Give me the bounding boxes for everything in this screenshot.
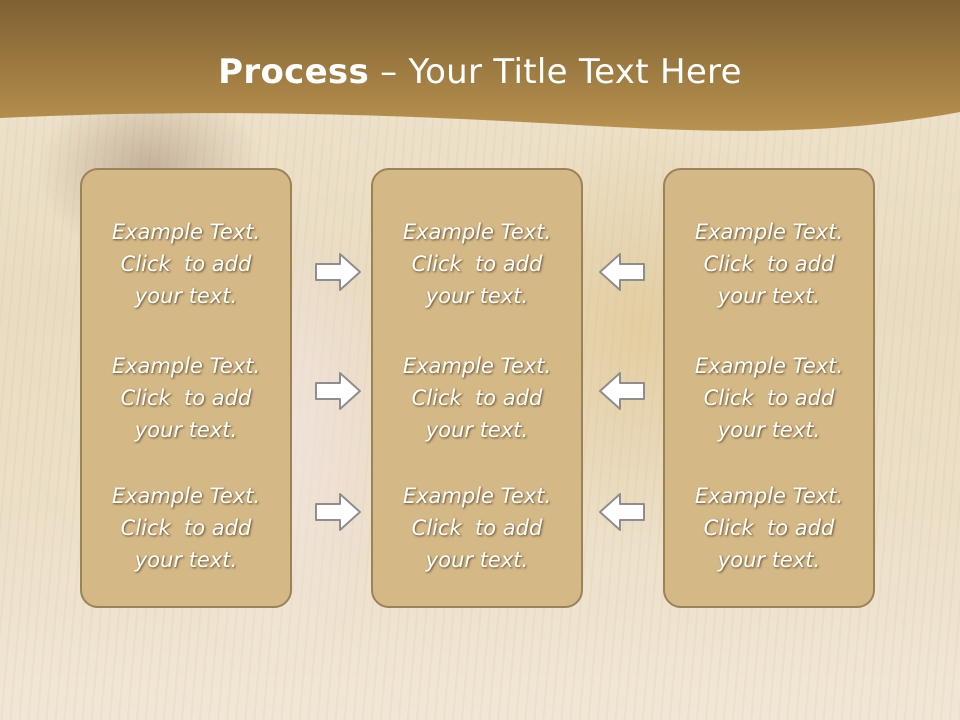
text-line: your text.	[134, 284, 238, 308]
header-band	[0, 0, 960, 131]
text-block[interactable]: Example Text. Click to add your text.	[373, 480, 581, 576]
left-panel[interactable]: Example Text. Click to add your text. Ex…	[80, 168, 292, 608]
text-line: your text.	[717, 548, 821, 572]
text-line: your text.	[425, 418, 529, 442]
text-line: your text.	[134, 418, 238, 442]
text-block[interactable]: Example Text. Click to add your text.	[82, 216, 290, 312]
text-block[interactable]: Example Text. Click to add your text.	[665, 216, 873, 312]
text-line: your text.	[717, 284, 821, 308]
text-line: Example Text.	[111, 484, 261, 508]
text-block[interactable]: Example Text. Click to add your text.	[373, 216, 581, 312]
text-line: Click to add	[703, 386, 835, 410]
text-line: Example Text.	[111, 220, 261, 244]
text-line: Click to add	[703, 516, 835, 540]
text-line: Example Text.	[402, 484, 552, 508]
text-line: Click to add	[411, 252, 543, 276]
slide-title[interactable]: Process – Your Title Text Here	[0, 52, 960, 92]
text-block[interactable]: Example Text. Click to add your text.	[665, 480, 873, 576]
arrow-left-icon	[599, 253, 645, 291]
text-block[interactable]: Example Text. Click to add your text.	[373, 350, 581, 446]
text-block[interactable]: Example Text. Click to add your text.	[665, 350, 873, 446]
right-panel[interactable]: Example Text. Click to add your text. Ex…	[663, 168, 875, 608]
text-line: Click to add	[120, 386, 252, 410]
text-line: Click to add	[411, 516, 543, 540]
text-line: Click to add	[120, 252, 252, 276]
text-line: Example Text.	[111, 354, 261, 378]
arrow-left-icon	[599, 372, 645, 410]
text-line: Example Text.	[402, 220, 552, 244]
arrow-left-icon	[599, 493, 645, 531]
arrow-right-icon	[315, 372, 361, 410]
title-bold: Process	[218, 52, 370, 92]
text-line: Click to add	[703, 252, 835, 276]
text-line: Example Text.	[402, 354, 552, 378]
text-line: your text.	[425, 548, 529, 572]
text-line: Click to add	[411, 386, 543, 410]
title-rest: – Your Title Text Here	[369, 52, 742, 92]
text-line: Example Text.	[694, 220, 844, 244]
center-panel[interactable]: Example Text. Click to add your text. Ex…	[371, 168, 583, 608]
text-line: your text.	[425, 284, 529, 308]
arrow-right-icon	[315, 253, 361, 291]
text-line: your text.	[134, 548, 238, 572]
text-line: Example Text.	[694, 484, 844, 508]
text-block[interactable]: Example Text. Click to add your text.	[82, 350, 290, 446]
text-block[interactable]: Example Text. Click to add your text.	[82, 480, 290, 576]
text-line: your text.	[717, 418, 821, 442]
text-line: Example Text.	[694, 354, 844, 378]
text-line: Click to add	[120, 516, 252, 540]
arrow-right-icon	[315, 493, 361, 531]
